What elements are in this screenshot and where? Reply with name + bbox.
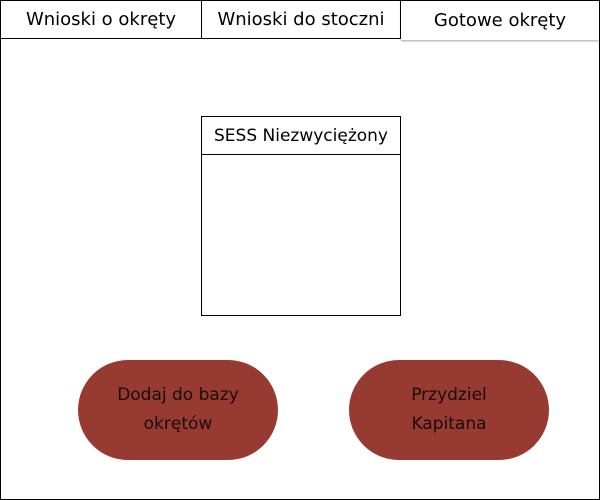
- add-to-database-button[interactable]: Dodaj do bazy okrętów: [78, 360, 278, 460]
- assign-captain-label-line2: Kapitana: [411, 414, 487, 434]
- ship-name: SESS Niezwyciężony: [202, 117, 400, 155]
- tab-ready-ships[interactable]: Gotowe okręty: [401, 1, 599, 40]
- assign-captain-label-line1: Przydziel: [411, 385, 487, 405]
- add-to-database-label-line1: Dodaj do bazy: [117, 385, 239, 405]
- assign-captain-label: Przydziel Kapitana: [411, 381, 487, 439]
- tab-bar: Wnioski o okręty Wnioski do stoczni Goto…: [1, 1, 599, 40]
- ship-card[interactable]: SESS Niezwyciężony: [201, 116, 401, 316]
- add-to-database-label: Dodaj do bazy okrętów: [117, 381, 239, 439]
- tab-ship-requests-label: Wnioski o okręty: [25, 9, 177, 30]
- tab-shipyard-requests[interactable]: Wnioski do stoczni: [202, 1, 401, 39]
- tab-ready-ships-label: Gotowe okręty: [433, 10, 567, 31]
- add-to-database-label-line2: okrętów: [143, 414, 213, 434]
- tab-shipyard-requests-label: Wnioski do stoczni: [217, 9, 385, 30]
- ship-details-area: [202, 155, 400, 314]
- tab-ship-requests[interactable]: Wnioski o okręty: [1, 1, 202, 39]
- assign-captain-button[interactable]: Przydziel Kapitana: [349, 360, 549, 460]
